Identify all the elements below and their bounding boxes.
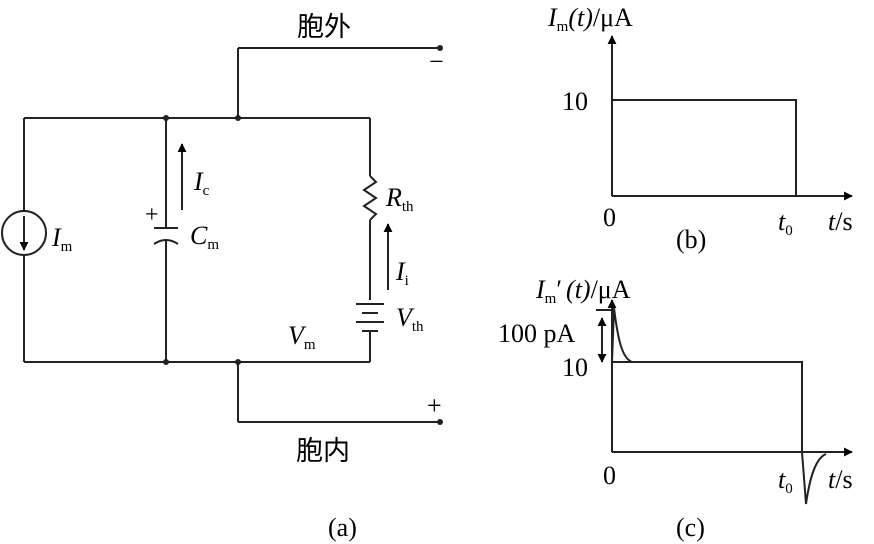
chart-c-x-mark: t0: [778, 465, 793, 497]
membrane-voltage-label: Vm: [288, 321, 316, 353]
battery-label: Vth: [396, 303, 424, 335]
chart-c-pulse: [612, 361, 803, 452]
resistor-zigzag: [362, 175, 378, 221]
plus-terminal-label: +: [427, 391, 442, 420]
chart-b-ylabel: Im(t)/μA: [547, 3, 633, 35]
chart-b-xlabel: t/s: [828, 207, 853, 236]
chart-b-x-origin: 0: [603, 203, 616, 232]
chart-c: Im′(t)/μA 100 pA 10 0 t0 t/s (c): [498, 275, 853, 542]
chart-c-y-tick: 10: [562, 353, 588, 382]
inside-label: 胞内: [296, 436, 350, 466]
circuit-nodes: [163, 45, 443, 425]
chart-c-spike-label: 100 pA: [498, 319, 576, 348]
caption-c: (c): [676, 513, 705, 542]
resistor-label: Rth: [385, 183, 414, 215]
current-source-circle: [1, 210, 47, 256]
chart-b-pulse: [612, 99, 797, 196]
caption-b: (b): [676, 225, 706, 254]
current-source-label: Im: [51, 223, 73, 255]
chart-b-y-tick: 10: [562, 87, 588, 116]
chart-c-undershoot: [801, 451, 827, 505]
ion-current-label: Ii: [395, 257, 409, 289]
chart-b: Im(t)/μA 10 0 t0 t/s (b): [547, 3, 853, 254]
inside-terminal: [437, 419, 443, 425]
node-dot: [235, 115, 241, 121]
node-dot: [163, 359, 169, 365]
chart-c-xlabel: t/s: [828, 465, 853, 494]
chart-c-x-origin: 0: [603, 461, 616, 490]
capacitor-label: Cm: [190, 221, 219, 253]
caption-a: (a): [328, 513, 357, 542]
circuit: [1, 47, 440, 423]
minus-terminal-label: −: [429, 47, 444, 76]
chart-b-x-mark: t0: [778, 207, 793, 239]
chart-c-overshoot: [611, 307, 633, 363]
outside-label: 胞外: [297, 12, 351, 42]
outside-terminal: [437, 45, 443, 51]
circuit-labels: 胞外 胞内 − + Im + Cm Ic Rth Ii Vth Vm (a): [51, 12, 444, 542]
node-dot: [163, 115, 169, 121]
cap-polarity-label: +: [145, 202, 159, 228]
node-dot: [235, 359, 241, 365]
cap-current-label: Ic: [193, 167, 210, 199]
chart-c-ylabel: Im′(t)/μA: [535, 275, 631, 307]
